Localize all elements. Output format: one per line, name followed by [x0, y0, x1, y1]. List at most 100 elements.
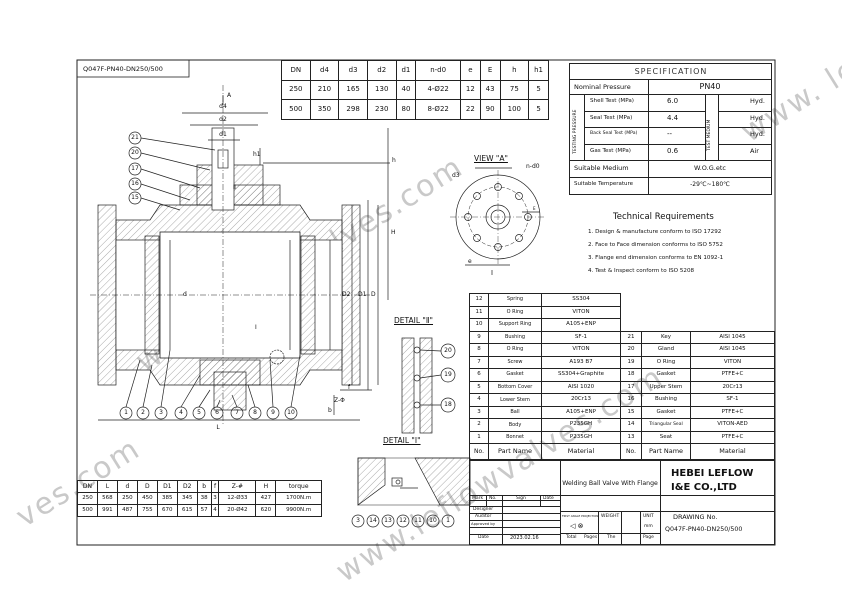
- specification-table: SPECIFICATION Nominal Pressure PN40 TEST…: [569, 63, 772, 195]
- part-no: 12: [469, 293, 489, 307]
- table-header-cell: D1: [156, 480, 178, 493]
- table-header-cell: torque: [275, 480, 322, 493]
- table-cell: 75: [499, 79, 530, 101]
- parts-header-material: Material: [690, 443, 775, 460]
- detail-i-title: DETAIL "Ⅰ": [383, 436, 421, 445]
- part-material: P235GH: [541, 430, 621, 445]
- spec-suitable-medium-label: Suitable Medium: [574, 164, 629, 172]
- spec-row-label: Back Seal Test (MPa): [590, 131, 638, 136]
- table-cell: 250: [116, 492, 138, 505]
- spec-row-medium: Air: [750, 146, 759, 155]
- table-cell: 427: [255, 492, 277, 505]
- part-name: Bottom Cover: [488, 380, 542, 395]
- tb-date-label: Date: [478, 535, 489, 540]
- tb-designer: Designer: [473, 507, 494, 512]
- table-cell: 385: [156, 492, 178, 505]
- part-material: SF-1: [541, 330, 621, 345]
- dim-label-d1: d1: [219, 131, 227, 138]
- part-no: 10: [469, 318, 489, 332]
- part-name: O Ring: [488, 305, 542, 320]
- spec-row-label: Seal Test (MPa): [590, 114, 633, 121]
- callout-15: 15: [131, 194, 139, 201]
- part-no: 8: [469, 343, 489, 357]
- spec-row-value: 0.6: [667, 146, 679, 155]
- dim-label-h1: h1: [253, 151, 261, 158]
- part-no: 2: [469, 418, 489, 432]
- part-name: Gasket: [488, 368, 542, 382]
- tb-unit: UNIT: [643, 514, 654, 519]
- table-header-cell: Z-#: [218, 480, 257, 493]
- part-material: A105+ENP: [541, 318, 621, 332]
- table-header-cell: b: [196, 480, 212, 493]
- detail-i-callout-13: 13: [384, 517, 392, 524]
- detail-i-callout-3: 3: [356, 517, 360, 524]
- spec-row-medium: Hyd.: [750, 130, 765, 138]
- tech-req-item-2: 2. Face to Face dimension conforms to IS…: [588, 242, 723, 248]
- detail-i-callout-14: 14: [369, 517, 377, 524]
- table-header-cell: H: [255, 480, 277, 493]
- view-a-E: E: [533, 206, 536, 211]
- table-cell: 250: [281, 79, 311, 101]
- dim-label-d: d: [183, 291, 187, 298]
- table-cell: 4-Ø22: [415, 79, 461, 101]
- table-header-cell: d2: [366, 60, 397, 81]
- part-material: AISI 1045: [690, 343, 775, 357]
- part-no: 9: [469, 330, 489, 345]
- part-name: Gasket: [641, 368, 691, 382]
- tb-date-value: 2023.02.16: [510, 535, 539, 541]
- spec-row-value: --: [667, 130, 673, 138]
- part-no: 3: [469, 405, 489, 420]
- detail-marker-I: Ⅰ: [255, 324, 257, 331]
- part-name: Body: [488, 418, 542, 432]
- callout-b2: 2: [141, 409, 145, 416]
- dim-label-b: b: [328, 407, 332, 414]
- parts-header-material: Material: [541, 443, 621, 460]
- part-material: PTFE+C: [690, 368, 775, 382]
- view-a-d3: d3: [452, 172, 460, 179]
- part-material: VITON: [541, 305, 621, 320]
- detail-i-callout-11: 11: [414, 517, 422, 524]
- tb-date-head: Date: [543, 496, 554, 501]
- part-material: SS304: [541, 293, 621, 307]
- projection-symbol-icon: ◁ ⊗: [570, 522, 584, 530]
- company-line-2: I&E CO.,LTD: [671, 482, 737, 493]
- part-no: 21: [620, 330, 642, 345]
- view-a: [450, 167, 546, 275]
- table-cell: 43: [479, 79, 501, 101]
- part-name: Support Ring: [488, 318, 542, 332]
- part-name: O Ring: [641, 355, 691, 370]
- part-no: 14: [620, 418, 642, 432]
- spec-suitable-medium-value: W.O.G.etc: [694, 164, 726, 172]
- table-cell: 22: [459, 99, 481, 120]
- tb-unit-value: mm: [644, 524, 653, 529]
- table-cell: 4: [210, 504, 220, 517]
- table-cell: 487: [116, 504, 138, 517]
- part-material: PTFE+C: [690, 405, 775, 420]
- dim-label-h: h: [392, 157, 396, 164]
- part-material: P235GH: [541, 418, 621, 432]
- table-header-cell: D2: [176, 480, 198, 493]
- table-cell: 100: [499, 99, 530, 120]
- part-no: 13: [620, 430, 642, 445]
- tb-projection: FIRST ANGLE PROJECTION: [562, 514, 599, 518]
- part-name: Spring: [488, 293, 542, 307]
- dim-label-D2: D2: [342, 291, 351, 298]
- table-cell: 40: [395, 79, 417, 101]
- callout-b10: 10: [287, 409, 295, 416]
- spec-row-value: 6.0: [667, 97, 679, 105]
- spec-testing-pressure-label: TESTING PRESSURE: [573, 109, 578, 154]
- detail-ii-callout-18: 18: [444, 401, 452, 408]
- bottom-callout-circles: [119, 349, 301, 420]
- table-cell: 80: [395, 99, 417, 120]
- detail-i-view: [351, 457, 471, 528]
- spec-suitable-temp-value: -29℃~180℃: [690, 181, 730, 188]
- part-no: 17: [620, 380, 642, 395]
